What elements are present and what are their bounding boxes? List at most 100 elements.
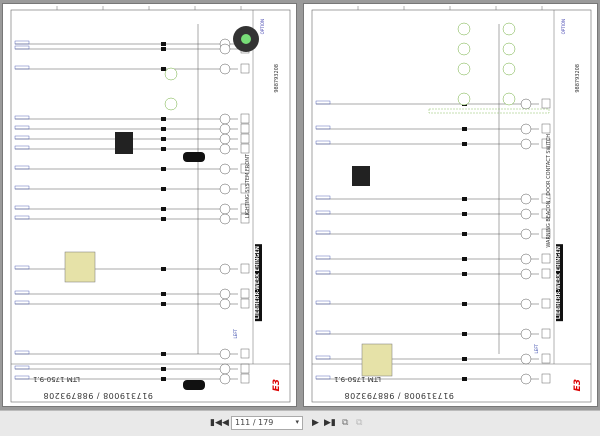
lamp-symbol xyxy=(219,348,231,360)
page-number-input[interactable]: 111 / 179▾ xyxy=(231,416,303,430)
lamp-symbol xyxy=(219,203,231,215)
lamp-symbol xyxy=(219,163,231,175)
lamp-symbol xyxy=(520,98,532,110)
contact xyxy=(161,187,166,191)
contact xyxy=(161,127,166,131)
lamp-symbol xyxy=(520,193,532,205)
terminal-box xyxy=(240,288,250,299)
contact xyxy=(462,142,467,146)
green-lamp xyxy=(457,92,471,106)
terminal-box xyxy=(240,113,250,124)
terminal-box xyxy=(240,213,250,224)
model-label: LTM 1750-9.1 xyxy=(334,375,381,383)
first-page-icon[interactable]: ▮◀ xyxy=(210,418,222,428)
switch-symbol xyxy=(183,380,205,390)
lamp-symbol xyxy=(219,213,231,225)
lamp-symbol xyxy=(219,288,231,300)
contact xyxy=(161,42,166,46)
prev-page-icon[interactable]: ◀ xyxy=(222,418,229,428)
contact xyxy=(462,257,467,261)
pdf-toolbar: ▮◀ ◀ 111 / 179▾ ▶ ▶▮ ⧉ ⧉ xyxy=(0,410,600,436)
terminal-box xyxy=(240,163,250,174)
lamp-symbol xyxy=(520,353,532,365)
terminal-box xyxy=(541,353,551,364)
schematic-page-left: LIGHTING SYSTEM FRONT 988793208 OPTION L… xyxy=(2,3,297,407)
connector-label xyxy=(14,45,30,50)
module-box xyxy=(64,251,96,283)
contact xyxy=(462,377,467,381)
side-label: LEFT xyxy=(233,329,238,339)
connector-label xyxy=(14,290,30,295)
contact xyxy=(462,232,467,236)
terminal-box xyxy=(541,328,551,339)
connector-label xyxy=(14,375,30,380)
connector-label xyxy=(315,230,331,235)
lamp-symbol xyxy=(520,138,532,150)
contact xyxy=(161,207,166,211)
copy-icon[interactable]: ⧉ xyxy=(342,418,349,428)
terminal-box xyxy=(240,123,250,134)
contact xyxy=(161,117,166,121)
connector-label xyxy=(14,265,30,270)
lamp-symbol xyxy=(219,298,231,310)
lamp-symbol xyxy=(520,268,532,280)
lamp-symbol xyxy=(219,183,231,195)
contact xyxy=(462,332,467,336)
code-label: 917319008 / 988793208 xyxy=(43,391,153,400)
lamp-symbol xyxy=(219,363,231,375)
connector-label xyxy=(315,300,331,305)
next-page-icon[interactable]: ▶ xyxy=(312,418,319,428)
connector-label xyxy=(315,140,331,145)
contact xyxy=(161,377,166,381)
terminal-box xyxy=(240,63,250,74)
fit-page-icon[interactable]: ⧉ xyxy=(356,418,363,428)
green-lamp xyxy=(164,97,178,111)
green-dashed-wire xyxy=(428,108,550,114)
green-lamp xyxy=(457,42,471,56)
terminal-box xyxy=(240,363,250,374)
contact xyxy=(161,147,166,151)
option-label: OPTION xyxy=(260,19,265,35)
connector-label xyxy=(14,365,30,370)
connector-label xyxy=(14,300,30,305)
lamp-symbol xyxy=(520,228,532,240)
contact xyxy=(161,302,166,306)
terminal-box xyxy=(541,373,551,384)
contact xyxy=(462,302,467,306)
green-lamp xyxy=(164,67,178,81)
terminal-box xyxy=(240,143,250,154)
lamp-symbol xyxy=(219,143,231,155)
contact xyxy=(161,352,166,356)
last-page-icon[interactable]: ▶▮ xyxy=(324,418,336,428)
chevron-down-icon[interactable]: ▾ xyxy=(295,418,299,426)
terminal-box xyxy=(240,298,250,309)
lamp-symbol xyxy=(520,373,532,385)
connector-label xyxy=(315,355,331,360)
schematic-page-right: WARNING BEACON / DOOR CONTACT SWITCH 988… xyxy=(303,3,598,407)
terminal-box xyxy=(240,203,250,214)
terminal-box xyxy=(541,228,551,239)
side-label: LEFT xyxy=(534,344,539,354)
lamp-symbol xyxy=(520,208,532,220)
connector-label xyxy=(14,135,30,140)
connector-label xyxy=(14,165,30,170)
contact xyxy=(161,367,166,371)
contact xyxy=(161,267,166,271)
contact xyxy=(462,197,467,201)
terminal-box xyxy=(541,208,551,219)
page-title: LIGHTING SYSTEM FRONT xyxy=(245,154,251,219)
drawing-frame xyxy=(10,9,291,403)
connector-label xyxy=(14,115,30,120)
drawing-number: 988793208 xyxy=(274,64,280,93)
terminal-box xyxy=(240,348,250,359)
contact xyxy=(161,67,166,71)
terminal-box xyxy=(541,98,551,109)
connector-label xyxy=(14,215,30,220)
lamp-symbol xyxy=(520,253,532,265)
lamp-symbol xyxy=(219,113,231,125)
green-lamp xyxy=(457,62,471,76)
terminal-box xyxy=(541,193,551,204)
connector-label xyxy=(315,255,331,260)
lamp-symbol xyxy=(219,123,231,135)
connector-label xyxy=(14,205,30,210)
